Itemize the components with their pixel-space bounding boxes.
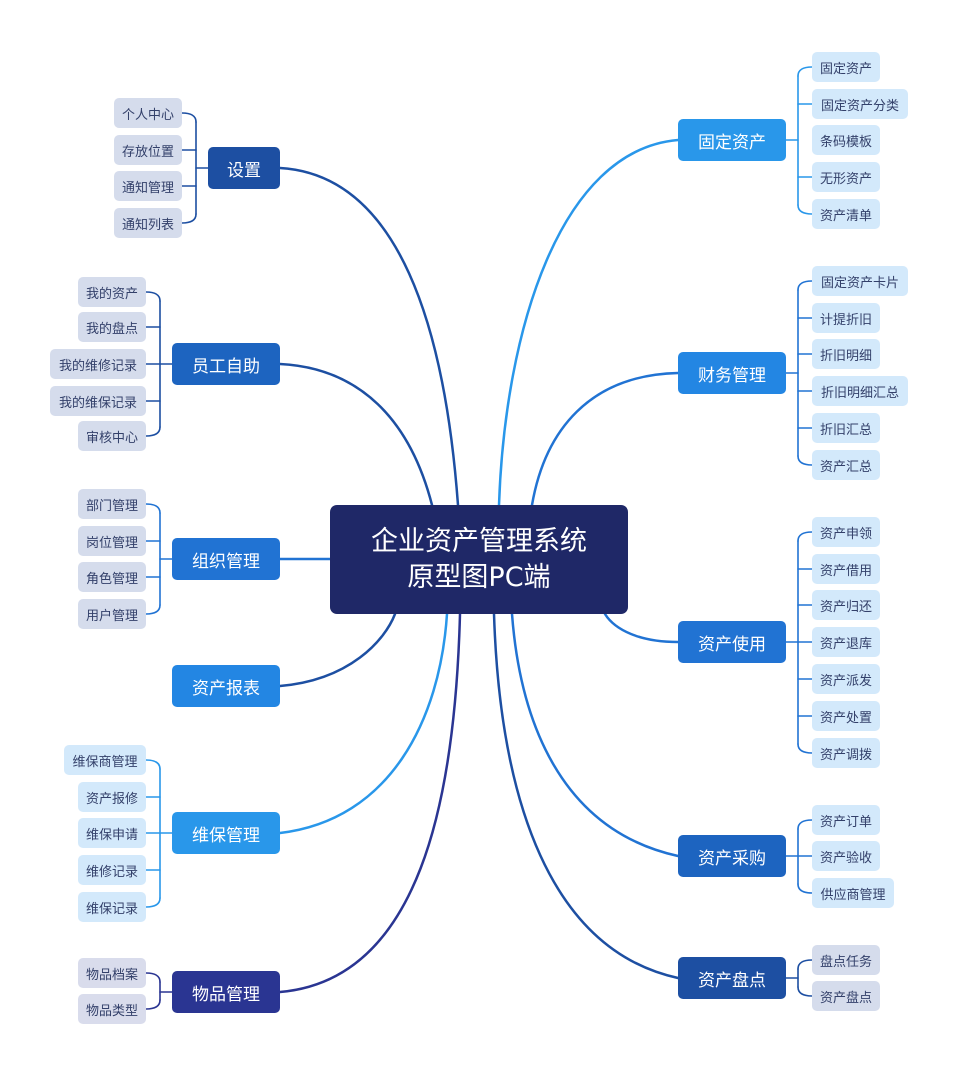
link-usage: [603, 612, 680, 644]
bracket-maintenance: [145, 759, 173, 908]
root-title-line2: 原型图PC端: [407, 561, 551, 593]
root-node[interactable]: 企业资产管理系统 原型图PC端: [330, 505, 628, 614]
leaf-organization-0[interactable]: 部门管理: [78, 489, 146, 519]
leaf-usage-3[interactable]: 资产退库: [812, 627, 880, 657]
branch-purchase[interactable]: 资产采购: [678, 835, 786, 877]
bracket-usage: [785, 531, 813, 754]
leaf-purchase-2[interactable]: 供应商管理: [812, 878, 894, 908]
bracket-fixed-assets: [785, 66, 813, 215]
leaf-organization-1[interactable]: 岗位管理: [78, 526, 146, 556]
branch-settings[interactable]: 设置: [208, 147, 280, 189]
leaf-settings-3[interactable]: 通知列表: [114, 208, 182, 238]
leaf-finance-0[interactable]: 固定资产卡片: [812, 266, 908, 296]
link-items: [278, 612, 462, 994]
link-reports: [278, 612, 397, 688]
branch-inventory[interactable]: 资产盘点: [678, 957, 786, 999]
leaf-inventory-1[interactable]: 资产盘点: [812, 981, 880, 1011]
leaf-usage-2[interactable]: 资产归还: [812, 590, 880, 620]
leaf-finance-1[interactable]: 计提折旧: [812, 303, 880, 333]
branch-usage[interactable]: 资产使用: [678, 621, 786, 663]
leaf-self-service-0[interactable]: 我的资产: [78, 277, 146, 307]
leaf-organization-3[interactable]: 用户管理: [78, 599, 146, 629]
leaf-finance-5[interactable]: 资产汇总: [812, 450, 880, 480]
leaf-maintenance-4[interactable]: 维保记录: [78, 892, 146, 922]
leaf-inventory-0[interactable]: 盘点任务: [812, 945, 880, 975]
leaf-purchase-0[interactable]: 资产订单: [812, 805, 880, 835]
branch-items[interactable]: 物品管理: [172, 971, 280, 1013]
bracket-self-service: [145, 291, 173, 437]
bracket-inventory: [785, 959, 813, 997]
leaf-finance-2[interactable]: 折旧明细: [812, 339, 880, 369]
bracket-organization: [145, 503, 173, 615]
leaf-fixed-assets-3[interactable]: 无形资产: [812, 162, 880, 192]
bracket-settings: [181, 112, 209, 224]
branch-self-service[interactable]: 员工自助: [172, 343, 280, 385]
leaf-items-0[interactable]: 物品档案: [78, 958, 146, 988]
branch-reports[interactable]: 资产报表: [172, 665, 280, 707]
leaf-settings-1[interactable]: 存放位置: [114, 135, 182, 165]
link-finance: [530, 371, 680, 507]
leaf-maintenance-1[interactable]: 资产报修: [78, 782, 146, 812]
link-self-service: [278, 362, 434, 507]
root-title-line1: 企业资产管理系统: [371, 525, 587, 557]
link-inventory: [492, 612, 680, 980]
leaf-maintenance-0[interactable]: 维保商管理: [64, 745, 146, 775]
leaf-items-1[interactable]: 物品类型: [78, 994, 146, 1024]
branch-maintenance[interactable]: 维保管理: [172, 812, 280, 854]
leaf-maintenance-2[interactable]: 维保申请: [78, 818, 146, 848]
leaf-fixed-assets-4[interactable]: 资产清单: [812, 199, 880, 229]
leaf-finance-3[interactable]: 折旧明细汇总: [812, 376, 908, 406]
link-purchase: [510, 612, 680, 858]
leaf-settings-0[interactable]: 个人中心: [114, 98, 182, 128]
leaf-usage-5[interactable]: 资产处置: [812, 701, 880, 731]
leaf-purchase-1[interactable]: 资产验收: [812, 841, 880, 871]
leaf-self-service-3[interactable]: 我的维保记录: [50, 386, 146, 416]
link-maintenance: [278, 612, 449, 835]
link-fixed-assets: [497, 138, 680, 507]
branch-fixed-assets[interactable]: 固定资产: [678, 119, 786, 161]
branch-finance[interactable]: 财务管理: [678, 352, 786, 394]
leaf-usage-6[interactable]: 资产调拨: [812, 738, 880, 768]
leaf-usage-4[interactable]: 资产派发: [812, 664, 880, 694]
leaf-self-service-2[interactable]: 我的维修记录: [50, 349, 146, 379]
link-settings: [278, 166, 460, 507]
leaf-fixed-assets-0[interactable]: 固定资产: [812, 52, 880, 82]
leaf-usage-1[interactable]: 资产借用: [812, 554, 880, 584]
leaf-self-service-1[interactable]: 我的盘点: [78, 312, 146, 342]
leaf-settings-2[interactable]: 通知管理: [114, 171, 182, 201]
leaf-fixed-assets-2[interactable]: 条码模板: [812, 125, 880, 155]
leaf-finance-4[interactable]: 折旧汇总: [812, 413, 880, 443]
leaf-self-service-4[interactable]: 审核中心: [78, 421, 146, 451]
bracket-purchase: [785, 819, 813, 894]
leaf-organization-2[interactable]: 角色管理: [78, 562, 146, 592]
bracket-finance: [785, 280, 813, 466]
leaf-fixed-assets-1[interactable]: 固定资产分类: [812, 89, 908, 119]
branch-organization[interactable]: 组织管理: [172, 538, 280, 580]
leaf-maintenance-3[interactable]: 维修记录: [78, 855, 146, 885]
leaf-usage-0[interactable]: 资产申领: [812, 517, 880, 547]
bracket-items: [145, 972, 173, 1010]
